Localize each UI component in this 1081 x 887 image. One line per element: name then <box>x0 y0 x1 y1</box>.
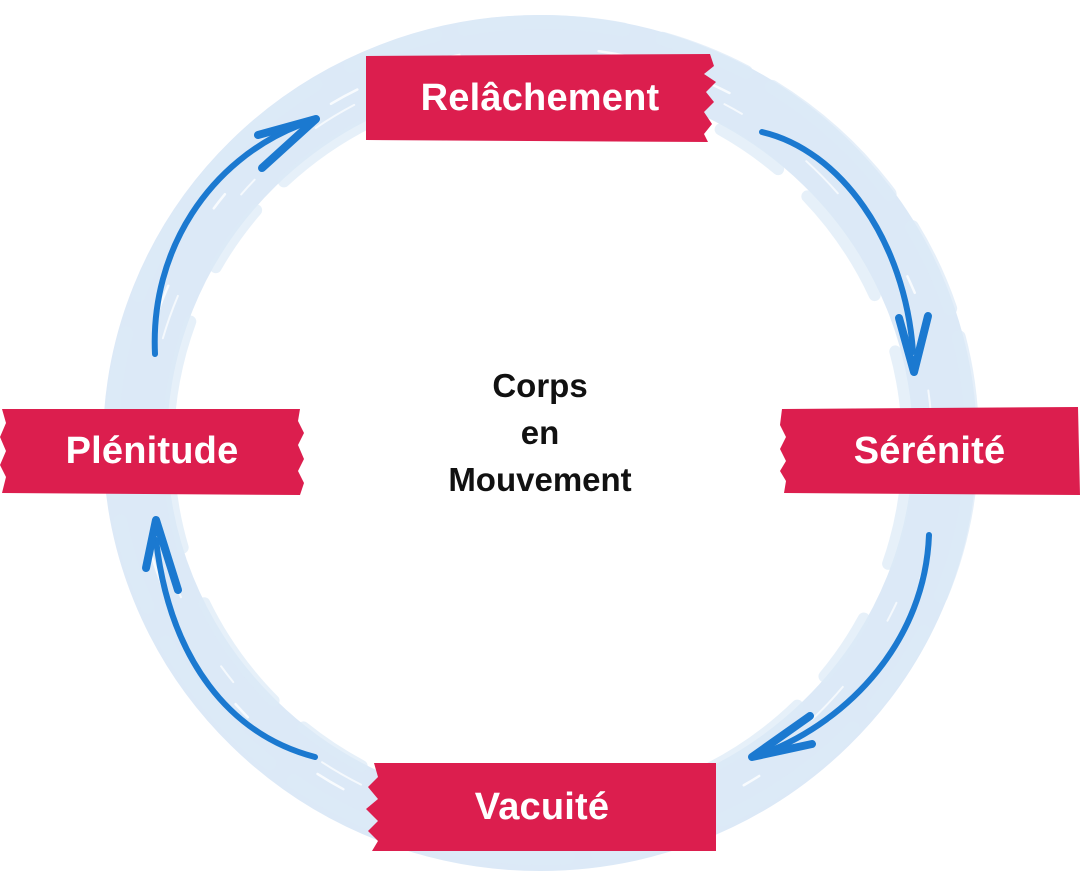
node-plenitude: Plénitude <box>0 405 304 497</box>
center-title-line-2: en <box>520 414 560 451</box>
arrow-serenite-to-vacuite <box>762 532 932 756</box>
node-label: Sérénité <box>853 429 1006 472</box>
node-label: Plénitude <box>65 429 239 472</box>
arrowhead-serenite-icon <box>895 312 932 376</box>
arrowhead-plenitude-icon <box>142 516 182 594</box>
node-label: Vacuité <box>474 785 610 828</box>
arrow-relachement-to-serenite <box>759 129 916 355</box>
arrows <box>142 115 932 761</box>
center-title-line-3: Mouvement <box>448 461 632 498</box>
brush-label-background <box>366 54 716 142</box>
node-serenite: Sérénité <box>778 405 1081 497</box>
brush-label-background <box>0 409 304 495</box>
node-vacuite: Vacuité <box>364 759 720 855</box>
node-relachement: Relâchement <box>362 52 718 144</box>
center-title-line-1: Corps <box>492 367 588 404</box>
brush-label-background <box>780 407 1080 495</box>
arrowhead-relachement-icon <box>254 115 320 172</box>
node-label: Relâchement <box>420 76 660 119</box>
arrow-plenitude-to-relachement <box>151 122 303 357</box>
brush-label-background <box>366 763 716 851</box>
arrow-vacuite-to-plenitude <box>153 537 318 760</box>
arrowhead-vacuite-icon <box>748 712 816 761</box>
center-title: Corps en Mouvement <box>390 362 690 503</box>
